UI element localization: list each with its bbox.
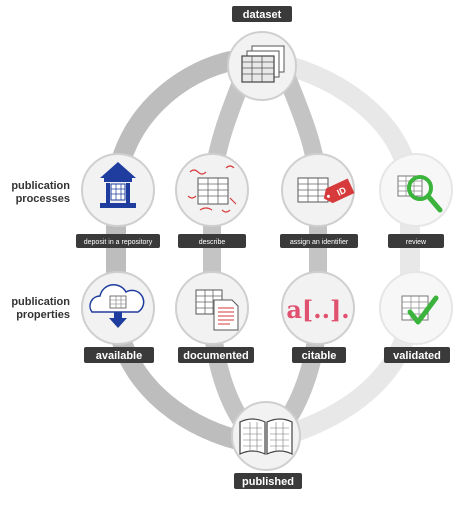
stacked-tables-icon: [241, 45, 285, 83]
side-label-line: processes: [15, 193, 70, 205]
property-tag-validated: validated: [384, 347, 450, 363]
process-label-tags: deposit in a repository describe assign …: [76, 234, 444, 248]
table-with-document-icon: [195, 289, 239, 331]
published-node: [231, 401, 301, 471]
cloud-download-icon: [89, 284, 145, 328]
process-tag-review: review: [388, 234, 444, 248]
process-label: review: [406, 239, 427, 246]
published-tag: published: [234, 473, 302, 489]
property-node-available: [81, 271, 155, 345]
process-tag-identifier: assign an identifier: [280, 234, 358, 248]
side-label-line: properties: [16, 309, 70, 321]
magnifier-icon: [397, 175, 443, 213]
publication-processes-label: publication processes: [2, 180, 70, 206]
process-tag-describe: describe: [178, 234, 246, 248]
id-tag-icon: ID: [297, 177, 355, 204]
dataset-title-tag: dataset: [232, 6, 292, 22]
property-label: available: [96, 350, 142, 362]
outer-right-path: [271, 61, 327, 439]
process-node-review: [379, 153, 453, 227]
process-label: assign an identifier: [290, 239, 349, 246]
process-node-describe: [175, 153, 249, 227]
outer-left-path: [106, 50, 248, 450]
connector-paths: [106, 50, 420, 450]
citation-brackets-icon: a[..].: [286, 295, 349, 324]
table-checkmark-icon: [401, 295, 439, 325]
property-label: citable: [302, 350, 337, 362]
property-tag-available: available: [84, 347, 154, 363]
publication-properties-label: publication properties: [2, 296, 70, 322]
open-book-icon: [239, 418, 293, 455]
process-node-repository: [81, 153, 155, 227]
property-label-tags: available documented citable validated: [84, 347, 450, 363]
dataset-title: dataset: [243, 9, 282, 21]
citation-glyph: a[..].: [286, 295, 349, 324]
property-label: documented: [183, 350, 248, 362]
published-label: published: [242, 476, 294, 488]
property-label: validated: [393, 350, 441, 362]
process-label: deposit in a repository: [84, 239, 153, 246]
repository-building-icon: [100, 162, 136, 208]
property-tag-documented: documented: [178, 347, 254, 363]
dataset-node: [227, 31, 297, 101]
process-node-identifier: ID: [281, 153, 355, 227]
inner-left-path: [203, 61, 257, 439]
review-path: [252, 50, 420, 450]
property-node-citable: a[..].: [281, 271, 355, 345]
annotated-table-icon: [187, 165, 237, 213]
property-tag-citable: citable: [292, 347, 346, 363]
process-tag-repository: deposit in a repository: [76, 234, 160, 248]
property-node-documented: [175, 271, 249, 345]
side-label-line: publication: [11, 180, 70, 192]
process-label: describe: [199, 239, 226, 246]
side-label-line: publication: [11, 296, 70, 308]
property-node-validated: [379, 271, 453, 345]
